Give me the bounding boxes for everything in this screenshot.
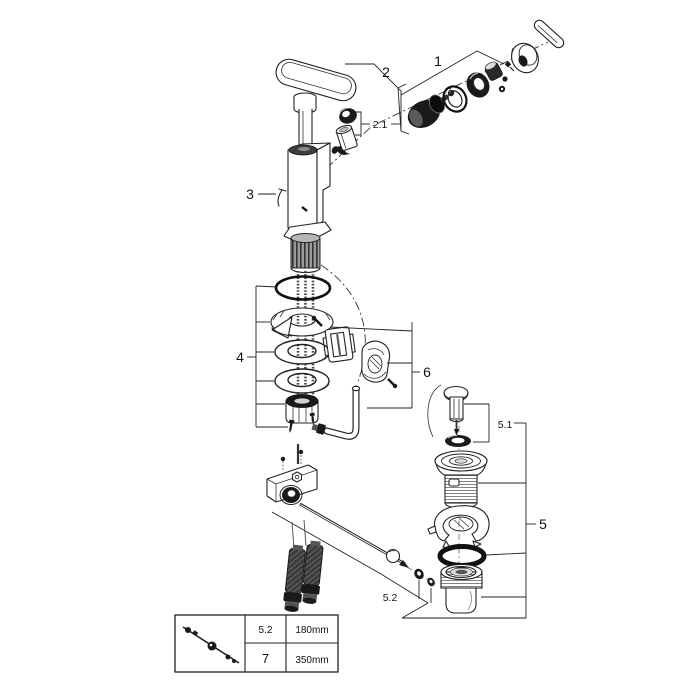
spout [275,58,357,102]
part-label-2-1: 2.1 [373,119,388,131]
size-table: 5.2 180mm 7 350mm [174,614,339,673]
size-table-ref-2: 7 [262,651,269,666]
cartridge-retaining-ring [442,85,468,113]
part-label-5-1: 5.1 [498,419,513,431]
mounting-nut [285,394,319,424]
hose-open-end [351,385,361,392]
size-table-ref-1: 5.2 [259,625,273,636]
part-label-5-2: 5.2 [383,592,398,604]
size-table-length-1: 180mm [295,625,328,636]
aerator-seal [339,107,357,124]
body-side-face [316,142,331,228]
retainer-pin [277,188,287,207]
part-1-leader [400,50,505,96]
spout-group: 2 [275,58,402,148]
part-label-3: 3 [246,186,254,202]
drain-saddle [427,505,490,549]
spout-neck-tube [298,109,313,148]
plug-o-ring [445,434,471,447]
rod-seal-2 [427,577,435,587]
screw-washer [502,76,508,82]
cap-ring [466,72,490,98]
drain-flange [434,450,488,509]
body-top-opening-inner [298,147,310,151]
fixing-screw-a [288,419,295,433]
part-5-2-bracket [271,511,432,619]
part-2-leader [345,63,402,130]
supply-hose-2 [301,540,324,604]
cartridge [407,89,455,128]
part-2-1-bracket [355,111,362,136]
clamp-screw-a [311,315,323,327]
washer-1 [274,339,330,365]
part-1-bracket [397,83,410,135]
part-6-bracket [329,322,420,409]
pivot-grommet [279,485,303,505]
size-table-length-2: 350mm [295,655,328,666]
rod-tip [399,560,409,568]
part-label-4: 4 [236,349,244,365]
drain-body [440,563,483,614]
lever-handle [511,19,565,74]
body-front-face [287,149,318,229]
aerator-elbow-end [331,146,339,154]
mounting-group: 4 [236,221,334,433]
faucet-body-group: 3 [246,142,331,229]
aerator-group: 2.1 [331,107,400,155]
screw-ring [498,85,506,93]
supply-hose-1 [283,544,306,612]
drain-group: 5.1 [402,384,547,619]
knurled-shank [290,233,321,274]
aerator-elbow [336,146,350,155]
drain-o-ring [437,544,487,568]
drain-plug [443,385,469,436]
plate-nut [291,471,303,483]
horseshoe-washer [270,307,334,339]
part-5-bracket [402,422,536,619]
part-label-5: 5 [539,516,547,532]
size-table-rod-thumbnail [182,626,240,664]
clamp-bracket [322,326,356,363]
washer-2 [274,368,330,394]
rod-ball [385,548,401,564]
part-5-1-bracket [464,403,490,443]
part-label-2: 2 [382,64,390,80]
saddle-clamp [361,340,391,383]
adapter-nut [484,61,503,81]
part-label-1: 1 [434,53,442,69]
pivot-rod [299,502,409,568]
aerator [335,124,358,152]
plate-screws [280,449,304,470]
handle-assembly-group: 1 [397,19,565,135]
clamp-screw-b [387,378,398,389]
rod-seal-1 [414,568,424,580]
supply-hoses-group [283,519,324,612]
base-o-ring [274,275,332,301]
rotation-arc [427,384,442,438]
part-4-bracket [247,285,288,428]
fixing-screw-b [309,412,315,425]
body-mark [301,206,308,212]
outlet-hose-group [311,385,361,440]
popup-rod-group: 5.2 [266,444,435,619]
hose-connector [311,423,326,435]
part-label-6: 6 [423,364,431,380]
clamp-group: 6 [311,315,431,409]
